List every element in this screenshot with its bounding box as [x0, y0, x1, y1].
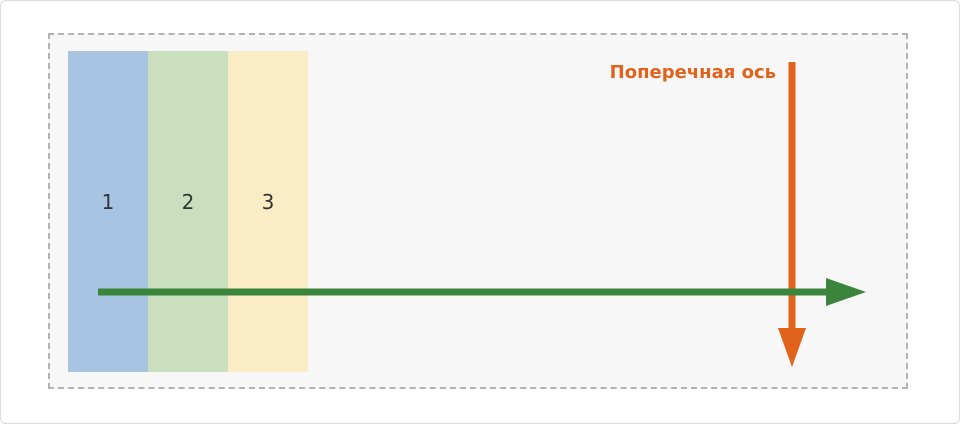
flex-item-1-label: 1: [101, 190, 115, 214]
cross-axis-label: Поперечная ось: [609, 62, 776, 83]
flex-item-2: 2: [148, 51, 228, 372]
flex-item-3-label: 3: [261, 190, 275, 214]
main-axis-arrowhead: [826, 278, 866, 306]
cross-axis-arrowhead: [778, 328, 806, 367]
flex-item-1: 1: [68, 51, 148, 372]
flex-item-2-label: 2: [181, 190, 195, 214]
flex-item-3: 3: [228, 51, 308, 372]
